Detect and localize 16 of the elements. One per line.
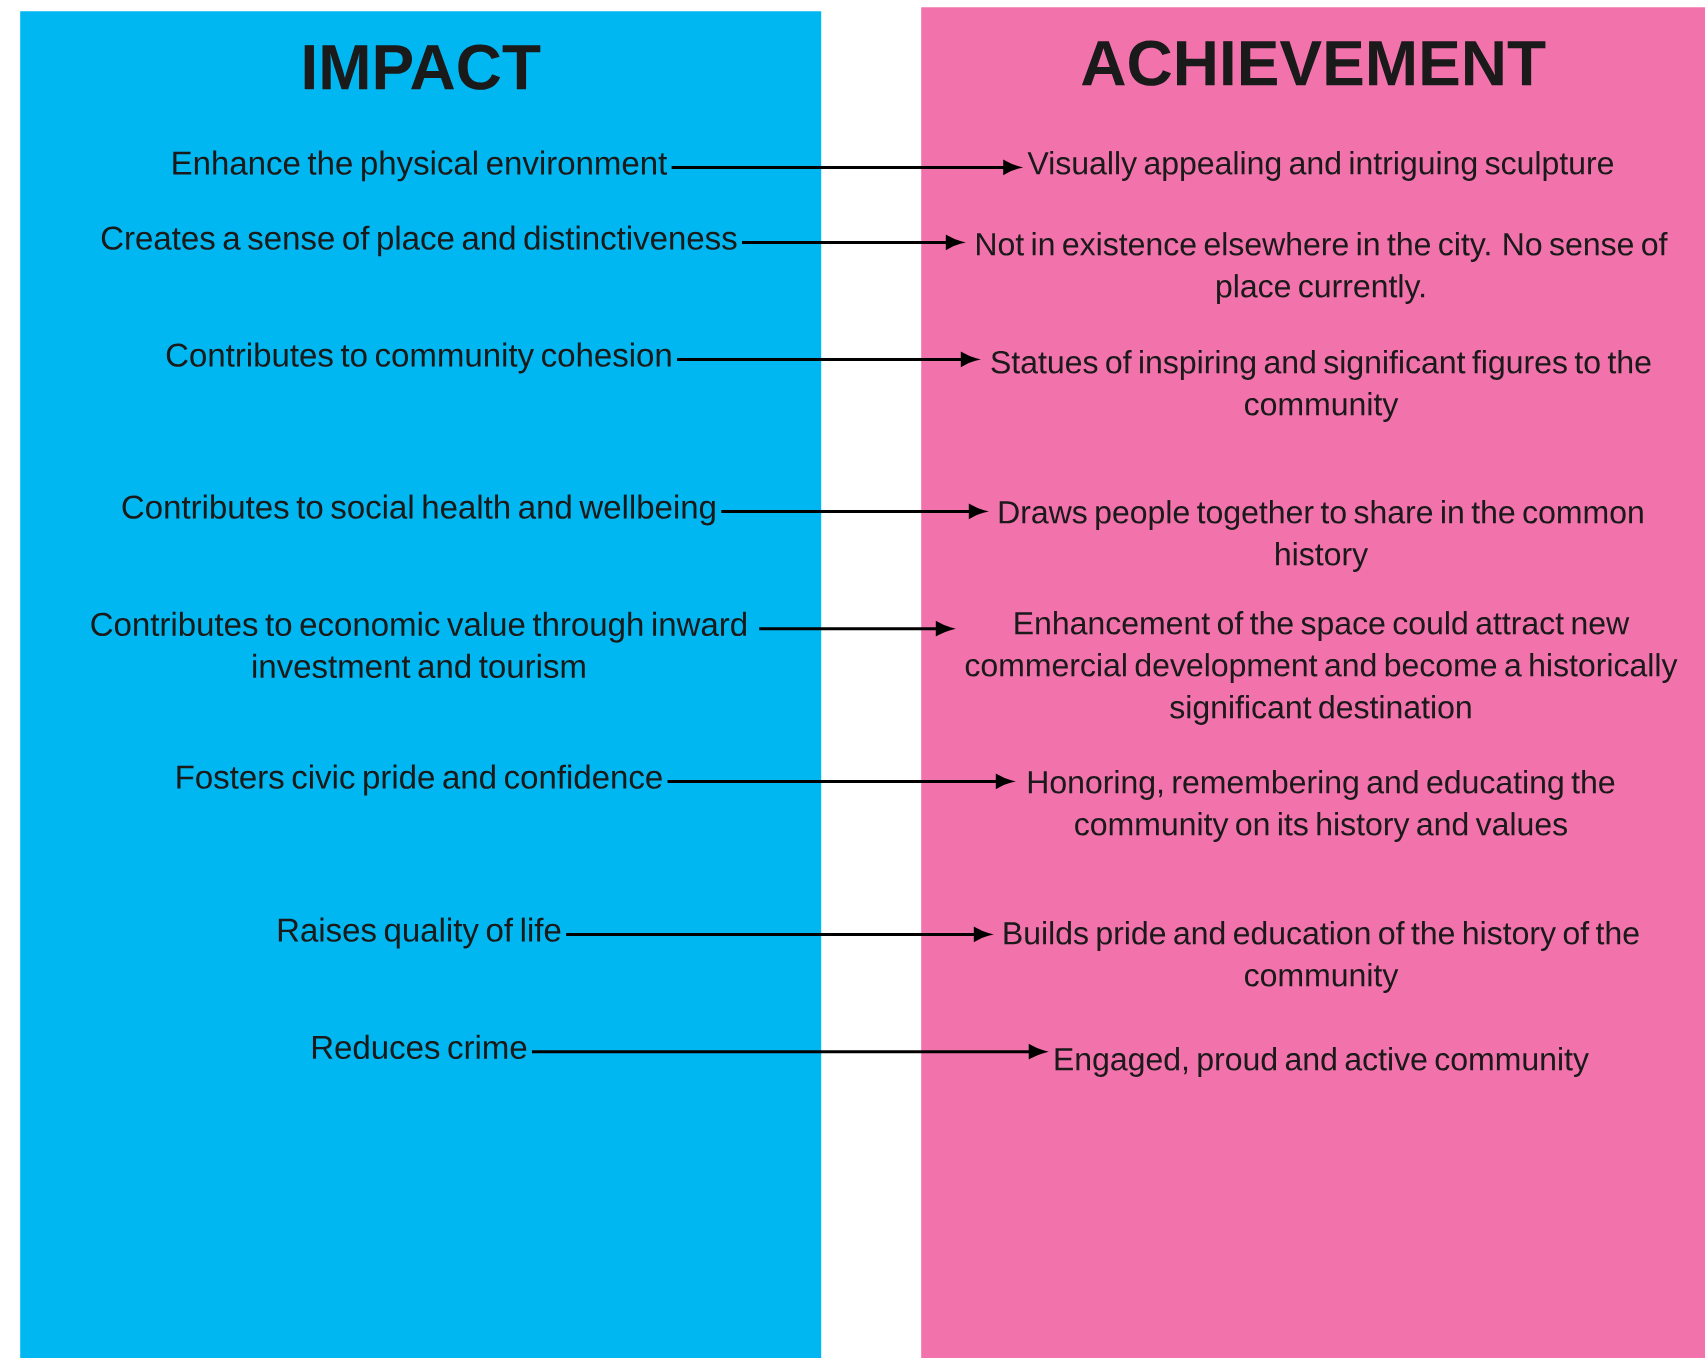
item-text: Statues of inspiring and significant figures to the community: [991, 350, 1651, 422]
item-text: Not in existence elsewhere in the city. No sense of place currently.: [977, 232, 1668, 304]
item-text: Contributes to economic value through inward investment and tourism: [91, 611, 746, 679]
item-text: Draws people together to share in the common history: [999, 500, 1643, 572]
item-text: Contributes to social health and wellbeing: [122, 494, 715, 526]
item-text: Creates a sense of place and distinctiveness: [101, 225, 737, 257]
item-text: Enhancement of the space could attract new commercial development and become a historically significant destination: [965, 611, 1678, 725]
item-text: Fosters civic pride and confidence: [177, 764, 662, 796]
item-text: Engaged, proud and active community: [1055, 1047, 1589, 1077]
item-text: Contributes to community cohesion: [166, 342, 671, 374]
item-text: Enhance the physical environment: [173, 150, 667, 182]
item-text: Builds pride and education of the history of the community: [1004, 921, 1639, 993]
item-text: Raises quality of life: [278, 917, 561, 949]
item-text: Reduces crime: [312, 1034, 527, 1060]
item-text: Honoring, remembering and educating the community on its history and values: [1028, 770, 1615, 842]
item-text: Visually appealing and intriguing sculpture: [1027, 151, 1613, 181]
